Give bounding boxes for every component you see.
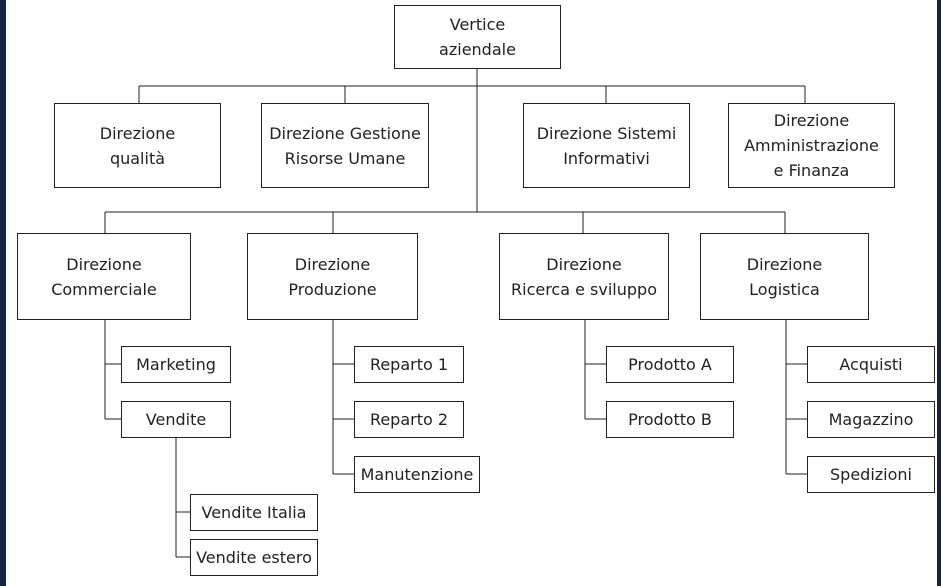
box-vendite-italia: Vendite Italia	[190, 494, 318, 531]
box-direzione-commerciale: Direzione Commerciale	[17, 233, 191, 320]
right-frame-border	[937, 0, 941, 586]
box-direzione-risorse-umane: Direzione Gestione Risorse Umane	[261, 103, 429, 188]
box-prodotto-a: Prodotto A	[606, 346, 734, 383]
box-marketing: Marketing	[121, 346, 231, 383]
box-reparto-1: Reparto 1	[354, 346, 464, 383]
box-direzione-qualita: Direzione qualità	[54, 103, 221, 188]
box-reparto-2: Reparto 2	[354, 401, 464, 438]
box-direzione-amministrazione-finanza: Direzione Amministrazione e Finanza	[728, 103, 895, 188]
box-direzione-logistica: Direzione Logistica	[700, 233, 869, 320]
box-spedizioni: Spedizioni	[807, 456, 935, 493]
box-direzione-produzione: Direzione Produzione	[247, 233, 418, 320]
box-direzione-sistemi-informativi: Direzione Sistemi Informativi	[523, 103, 690, 188]
box-prodotto-b: Prodotto B	[606, 401, 734, 438]
box-vertice-aziendale: Vertice aziendale	[394, 5, 561, 69]
box-acquisti: Acquisti	[807, 346, 935, 383]
box-vendite: Vendite	[121, 401, 231, 438]
box-direzione-ricerca-sviluppo: Direzione Ricerca e sviluppo	[499, 233, 669, 320]
left-frame-border	[0, 0, 6, 586]
box-magazzino: Magazzino	[807, 401, 935, 438]
box-vendite-estero: Vendite estero	[190, 539, 318, 576]
box-manutenzione: Manutenzione	[354, 456, 480, 493]
